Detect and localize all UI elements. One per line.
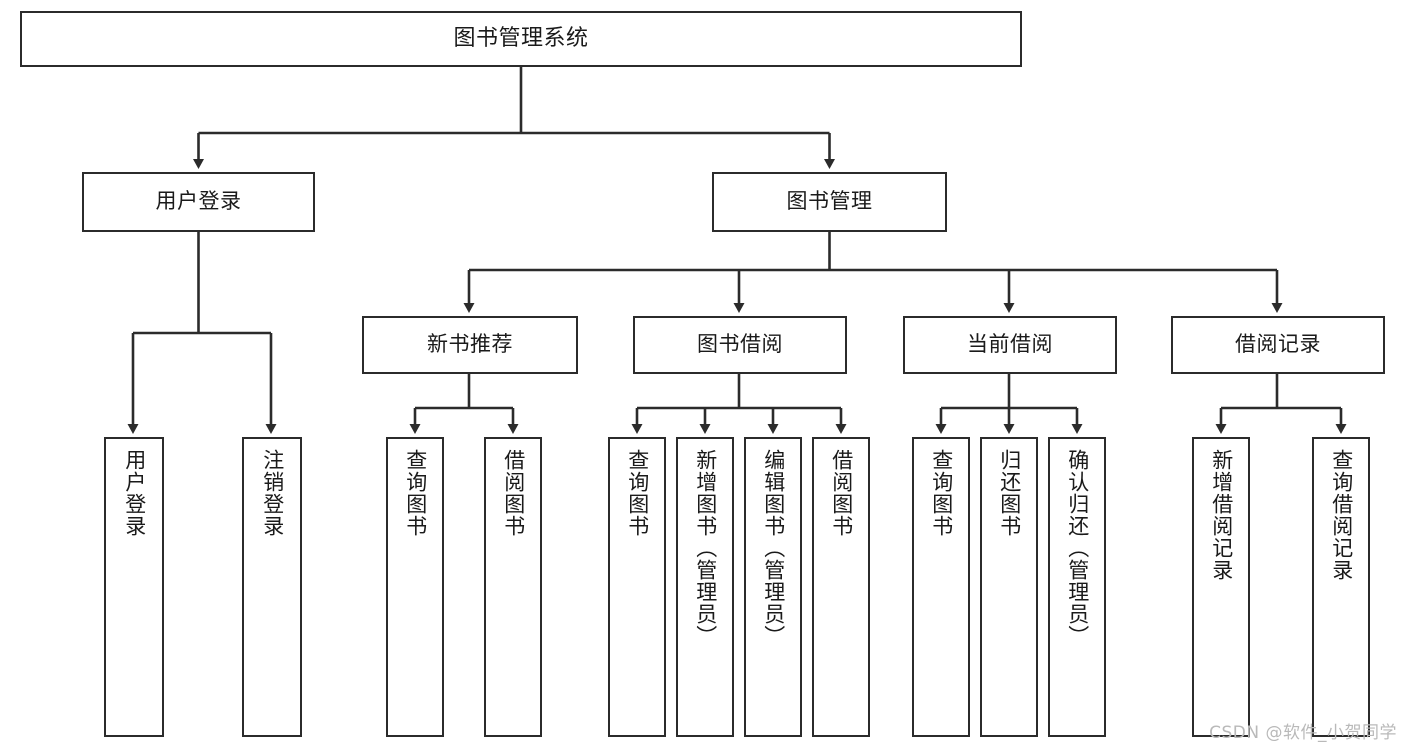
leaf-current-return-book[interactable]: 归还图书 [980,437,1038,737]
leaf-current-query-book[interactable]: 查询图书 [912,437,970,737]
node-label: 查询借阅记录 [1329,449,1354,581]
leaf-user-login-login[interactable]: 用户登录 [104,437,164,737]
leaf-borrow-borrow-book[interactable]: 借阅图书 [812,437,870,737]
leaf-user-login-logout[interactable]: 注销登录 [242,437,302,737]
leaf-record-query-borrow-record[interactable]: 查询借阅记录 [1312,437,1370,737]
node-label: 查询图书 [625,449,650,537]
node-label: 查询图书 [403,449,428,537]
node-label: 借阅图书 [829,449,854,537]
node-label: 新增图书（管理员） [693,449,718,647]
node-label: 新书推荐 [427,332,513,357]
node-root-book-management-system[interactable]: 图书管理系统 [20,11,1022,67]
node-label: 注销登录 [260,449,285,537]
leaf-borrow-add-book-admin[interactable]: 新增图书（管理员） [676,437,734,737]
node-label: 图书管理系统 [453,25,589,51]
leaf-borrow-edit-book-admin[interactable]: 编辑图书（管理员） [744,437,802,737]
node-label: 查询图书 [929,449,954,537]
node-new-book-recommend[interactable]: 新书推荐 [362,316,578,374]
leaf-new-book-borrow-book[interactable]: 借阅图书 [484,437,542,737]
node-current-borrow[interactable]: 当前借阅 [903,316,1117,374]
watermark-text: CSDN @软件_小贺同学 [1209,723,1397,743]
node-label: 图书管理 [786,189,873,214]
node-label: 借阅记录 [1235,332,1321,357]
node-label: 确认归还（管理员） [1065,449,1090,647]
node-label: 当前借阅 [967,332,1053,357]
node-label: 用户登录 [122,449,147,537]
node-label: 图书借阅 [697,332,783,357]
node-label: 借阅图书 [501,449,526,537]
node-label: 编辑图书（管理员） [761,449,786,647]
node-book-borrow[interactable]: 图书借阅 [633,316,847,374]
node-user-login[interactable]: 用户登录 [82,172,315,232]
node-borrow-record[interactable]: 借阅记录 [1171,316,1385,374]
leaf-new-book-query-book[interactable]: 查询图书 [386,437,444,737]
node-label: 新增借阅记录 [1209,449,1234,581]
leaf-current-confirm-return-admin[interactable]: 确认归还（管理员） [1048,437,1106,737]
leaf-borrow-query-book[interactable]: 查询图书 [608,437,666,737]
node-label: 归还图书 [997,449,1022,537]
node-label: 用户登录 [155,189,242,214]
leaf-record-add-borrow-record[interactable]: 新增借阅记录 [1192,437,1250,737]
node-book-management[interactable]: 图书管理 [712,172,947,232]
